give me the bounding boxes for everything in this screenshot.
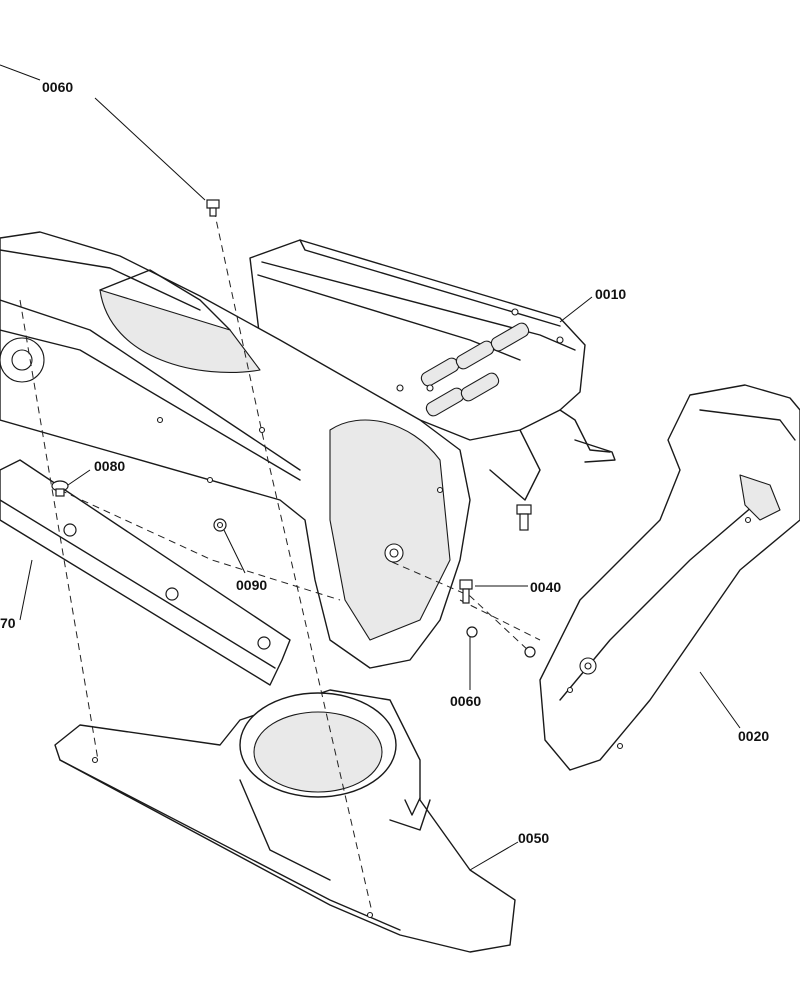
callout-0060-top: 0060 [42, 79, 73, 95]
callout-0040: 0040 [530, 579, 561, 595]
callout-0010: 0010 [595, 286, 626, 302]
callout-0080: 0080 [94, 458, 125, 474]
callout-0070: 70 [0, 615, 16, 631]
nut-0060-b [524, 646, 536, 658]
leader-lines [0, 64, 741, 871]
callout-0090: 0090 [236, 577, 267, 593]
callout-0050: 0050 [518, 830, 549, 846]
part-0070-scraper-bar [0, 459, 291, 686]
bolt-0040-lower [459, 579, 473, 604]
assembly-lines [19, 209, 541, 913]
bolt-0040 [516, 504, 532, 531]
nut-0090-hole [216, 521, 224, 529]
part-0050-chute-base [54, 689, 516, 953]
part-0010-frame [249, 239, 616, 501]
bolt-0080 [51, 480, 69, 497]
callouts: 0060 0010 0080 0090 0040 0060 0020 0050 … [0, 79, 769, 846]
callout-0020: 0020 [738, 728, 769, 744]
fasteners [51, 199, 536, 658]
part-0020-side-cover [539, 384, 800, 771]
callout-0060-mid: 0060 [450, 693, 481, 709]
nut-0060-a [466, 626, 478, 638]
bolt-0060-top [206, 199, 220, 217]
